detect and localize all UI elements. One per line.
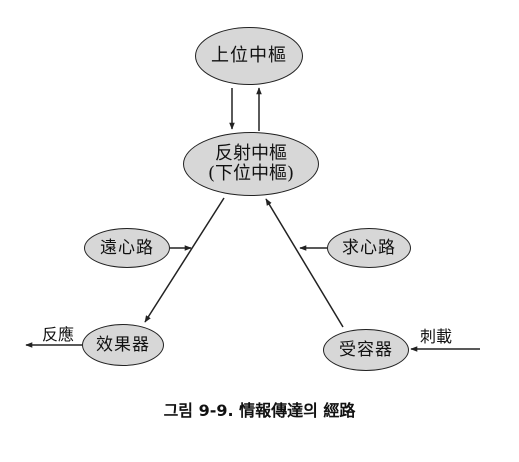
arrow-receptor-to-reflex — [265, 198, 344, 328]
arrow-reflex-to-effector — [144, 197, 225, 323]
node-efferent-path-label: 遠心路 — [100, 237, 154, 258]
node-receptor: 受容器 — [323, 329, 409, 371]
node-reflex-center-sublabel: (下位中樞) — [207, 163, 295, 184]
stimulus-label: 刺載 — [420, 327, 453, 346]
node-effector: 效果器 — [82, 324, 164, 366]
node-efferent-path: 遠心路 — [84, 228, 170, 268]
node-afferent-path-label: 求心路 — [342, 237, 396, 258]
node-upper-center-label: 上位中樞 — [211, 45, 287, 67]
node-effector-label: 效果器 — [96, 334, 150, 355]
node-reflex-center: 反射中樞 (下位中樞) — [183, 132, 319, 196]
node-receptor-label: 受容器 — [339, 339, 393, 360]
figure-caption: 그림 9-9. 情報傳達의 經路 — [163, 401, 356, 420]
node-reflex-center-label: 反射中樞 — [215, 143, 287, 165]
node-upper-center: 上位中樞 — [195, 27, 303, 85]
response-label: 反應 — [42, 325, 75, 344]
node-afferent-path: 求心路 — [327, 228, 411, 268]
